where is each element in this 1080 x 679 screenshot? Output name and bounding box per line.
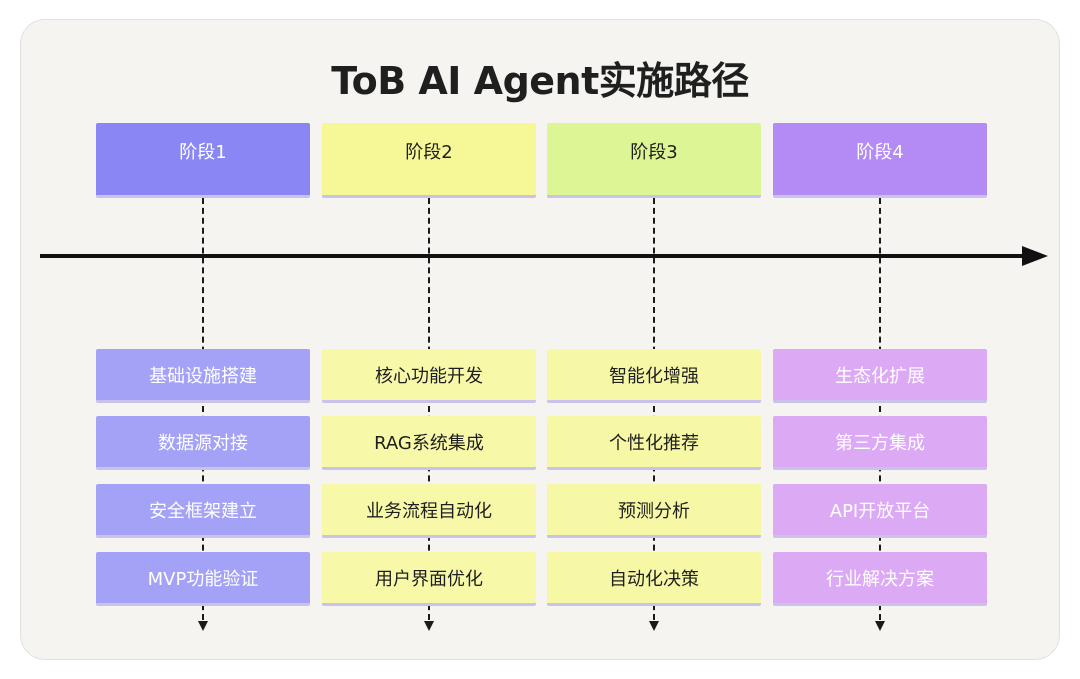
stage-header-label: 阶段2 [405, 142, 453, 163]
stage-header-label: 阶段4 [856, 142, 904, 163]
stage-item-label: MVP功能验证 [147, 568, 259, 590]
stage-2-item-4: 用户界面优化 [322, 552, 536, 606]
stage-2-item-1: 核心功能开发 [322, 349, 536, 403]
diagram-title: ToB AI Agent实施路径 [331, 59, 749, 103]
stage-3-item-1: 智能化增强 [547, 349, 761, 403]
stage-arrow-down-icon [875, 621, 885, 631]
stage-item-label: 数据源对接 [158, 432, 248, 454]
stage-item-label: RAG系统集成 [374, 432, 484, 454]
stage-header-4: 阶段4 [773, 123, 987, 198]
timeline-arrow-head [1022, 246, 1048, 266]
stage-item-label: 自动化决策 [609, 568, 699, 590]
stage-header-1: 阶段1 [96, 123, 310, 198]
stage-3-item-2: 个性化推荐 [547, 416, 761, 470]
stage-item-label: 业务流程自动化 [366, 500, 492, 522]
stage-header-label: 阶段3 [630, 142, 678, 163]
stage-item-label: 核心功能开发 [375, 365, 483, 387]
stage-3-item-4: 自动化决策 [547, 552, 761, 606]
stage-header-label: 阶段1 [179, 142, 227, 163]
stage-arrow-down-icon [649, 621, 659, 631]
stage-arrow-down-icon [424, 621, 434, 631]
stage-item-label: 行业解决方案 [826, 568, 934, 590]
stage-3-item-3: 预测分析 [547, 484, 761, 538]
timeline-line [40, 254, 1028, 258]
stage-item-label: 个性化推荐 [609, 432, 699, 454]
stage-item-label: API开放平台 [829, 500, 931, 522]
stage-item-label: 第三方集成 [835, 432, 925, 454]
stage-connector-line [879, 198, 881, 620]
stage-2-item-3: 业务流程自动化 [322, 484, 536, 538]
stage-4-item-3: API开放平台 [773, 484, 987, 538]
stage-4-item-4: 行业解决方案 [773, 552, 987, 606]
stage-1-item-1: 基础设施搭建 [96, 349, 310, 403]
stage-item-label: 用户界面优化 [375, 568, 483, 590]
stage-connector-line [202, 198, 204, 620]
stage-1-item-2: 数据源对接 [96, 416, 310, 470]
stage-connector-line [653, 198, 655, 620]
stage-4-item-1: 生态化扩展 [773, 349, 987, 403]
stage-item-label: 智能化增强 [609, 365, 699, 387]
stage-item-label: 生态化扩展 [835, 365, 925, 387]
stage-item-label: 预测分析 [618, 500, 690, 522]
stage-2-item-2: RAG系统集成 [322, 416, 536, 470]
stage-header-2: 阶段2 [322, 123, 536, 198]
stage-arrow-down-icon [198, 621, 208, 631]
stage-4-item-2: 第三方集成 [773, 416, 987, 470]
stage-header-3: 阶段3 [547, 123, 761, 198]
stage-item-label: 基础设施搭建 [149, 365, 257, 387]
stage-connector-line [428, 198, 430, 620]
stage-1-item-4: MVP功能验证 [96, 552, 310, 606]
stage-1-item-3: 安全框架建立 [96, 484, 310, 538]
stage-item-label: 安全框架建立 [149, 500, 257, 522]
